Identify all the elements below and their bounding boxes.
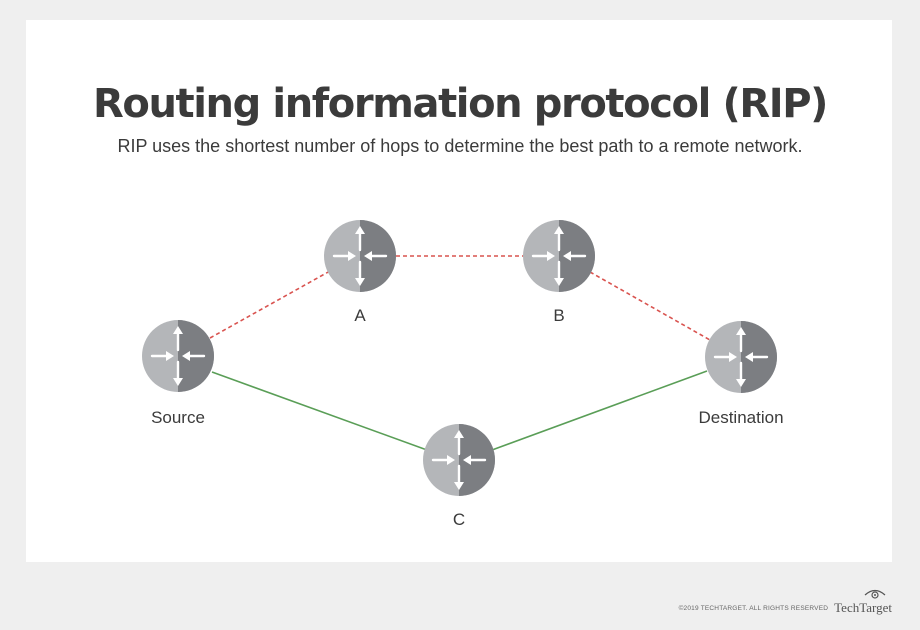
link-source-c: [211, 371, 428, 451]
label-source: Source: [151, 408, 205, 427]
copyright-notice: ©2019 TECHTARGET. ALL RIGHTS RESERVED: [678, 605, 829, 612]
dashed-route: [209, 255, 711, 341]
router-source-icon: [142, 320, 214, 392]
solid-route: [211, 370, 708, 451]
label-c: C: [452, 510, 466, 529]
footer: ©2019 TECHTARGET. ALL RIGHTS RESERVED Te…: [679, 588, 892, 616]
label-destination: Destination: [698, 408, 784, 427]
link-b-destination: [589, 271, 711, 341]
router-destination-icon: [705, 321, 777, 393]
link-source-a: [209, 270, 331, 339]
link-c-destination: [491, 370, 708, 451]
eye-icon: [864, 589, 886, 599]
brand-logo: TechTarget: [834, 588, 892, 616]
router-c-icon: [423, 424, 495, 496]
router-b-icon: [523, 220, 595, 292]
diagram-subtitle: RIP uses the shortest number of hops to …: [117, 136, 803, 156]
label-b: B: [553, 306, 565, 325]
brand-name: TechTarget: [834, 600, 892, 615]
router-a-icon: [324, 220, 396, 292]
diagram-title: Routing information protocol (RIP): [92, 81, 828, 127]
label-a: A: [354, 306, 366, 325]
